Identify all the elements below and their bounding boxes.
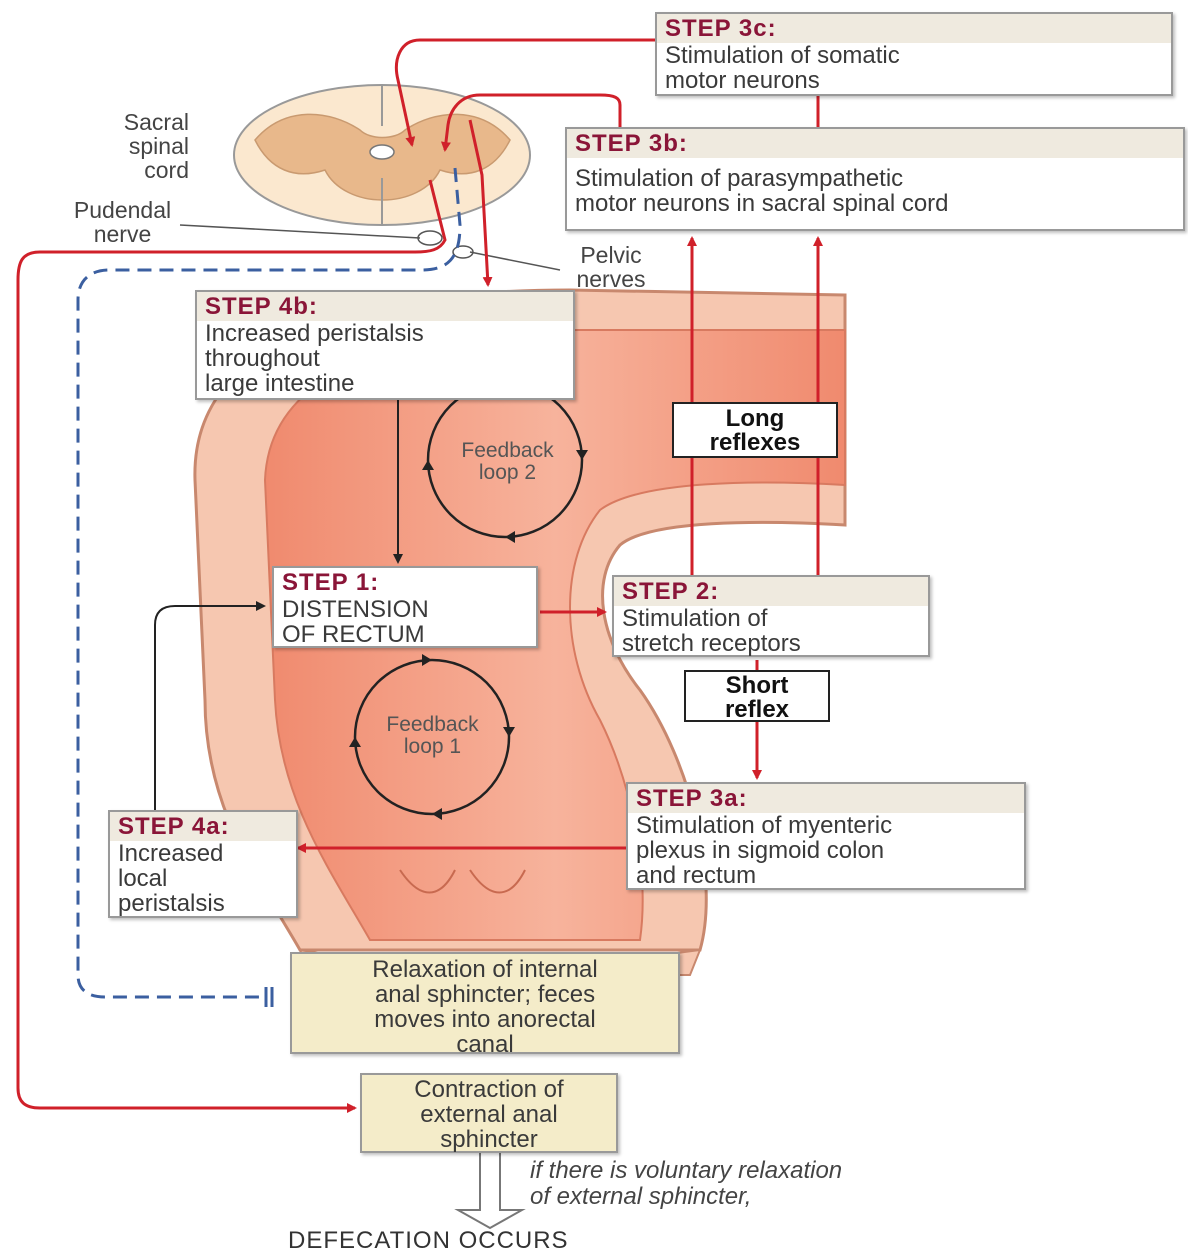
- step-2-line: Stimulation of: [622, 606, 920, 631]
- relaxation-line: anal sphincter; feces: [300, 982, 670, 1007]
- long-reflexes-line: Long: [674, 407, 836, 431]
- defecation-occurs-label: DEFECATION OCCURS: [288, 1227, 569, 1255]
- step-1-line: DISTENSION: [282, 597, 528, 622]
- step-3b-box: STEP 3b: Stimulation of parasympathetic …: [565, 127, 1185, 231]
- short-reflex-tag: Short reflex: [684, 670, 830, 722]
- voluntary-line: of external sphincter,: [530, 1184, 842, 1210]
- loop2-line: Feedback: [435, 440, 580, 462]
- short-reflex-line: Short: [686, 674, 828, 698]
- step-3a-title: STEP 3a:: [628, 784, 1024, 813]
- step-4a-line: Increased: [118, 841, 288, 866]
- spinal-cord-label-line: Sacral: [107, 110, 189, 134]
- nerve-pointer-lines: [180, 225, 560, 270]
- contraction-line: sphincter: [370, 1127, 608, 1152]
- relaxation-line: moves into anorectal: [300, 1007, 670, 1032]
- contraction-line: external anal: [370, 1102, 608, 1127]
- voluntary-line: if there is voluntary relaxation: [530, 1158, 842, 1184]
- loop1-line: loop 1: [360, 736, 505, 758]
- step-2-title: STEP 2:: [614, 577, 928, 606]
- step-3a-line: plexus in sigmoid colon: [636, 838, 1016, 863]
- pelvic-label-line: nerves: [556, 267, 666, 291]
- contraction-line: Contraction of: [370, 1077, 608, 1102]
- spinal-cord-section: [234, 85, 530, 225]
- step-3a-line: Stimulation of myenteric: [636, 813, 1016, 838]
- relaxation-line: Relaxation of internal: [300, 957, 670, 982]
- step-3a-box: STEP 3a: Stimulation of myenteric plexus…: [626, 782, 1026, 890]
- step-4b-title: STEP 4b:: [197, 292, 573, 321]
- step-1-title: STEP 1:: [274, 568, 536, 597]
- step-4b-line: Increased peristalsis: [205, 321, 565, 346]
- step-4a-line: peristalsis: [118, 891, 288, 916]
- pelvic-nerves-label: Pelvic nerves: [556, 243, 666, 291]
- step-4b-line: large intestine: [205, 371, 565, 396]
- step-4a-box: STEP 4a: Increased local peristalsis: [108, 810, 298, 918]
- step-3b-title: STEP 3b:: [567, 129, 1183, 158]
- external-sphincter-contraction-box: Contraction of external anal sphincter: [360, 1073, 618, 1153]
- step-1-line: OF RECTUM: [282, 622, 528, 647]
- long-reflexes-tag: Long reflexes: [672, 402, 838, 458]
- pudendal-nerve-label: Pudendal nerve: [60, 198, 185, 246]
- long-reflexes-line: reflexes: [674, 431, 836, 455]
- step-3c-box: STEP 3c: Stimulation of somatic motor ne…: [655, 12, 1173, 96]
- step-4a-title: STEP 4a:: [110, 812, 296, 841]
- pudendal-label-line: nerve: [60, 222, 185, 246]
- loop1-line: Feedback: [360, 714, 505, 736]
- blue-inhibit-bar: [266, 987, 272, 1007]
- pelvic-label-line: Pelvic: [556, 243, 666, 267]
- spinal-cord-label-line: cord: [107, 158, 189, 182]
- step-3b-line: motor neurons in sacral spinal cord: [575, 191, 1175, 216]
- step-4a-line: local: [118, 866, 288, 891]
- step-3b-line: Stimulation of parasympathetic: [575, 166, 1175, 191]
- pudendal-label-line: Pudendal: [60, 198, 185, 222]
- spinal-cord-label-line: spinal: [107, 134, 189, 158]
- step-3c-line: Stimulation of somatic: [665, 43, 1163, 68]
- step-3c-line: motor neurons: [665, 68, 1163, 93]
- step-2-box: STEP 2: Stimulation of stretch receptors: [612, 575, 930, 657]
- voluntary-relaxation-note: if there is voluntary relaxation of exte…: [530, 1158, 842, 1210]
- relaxation-line: canal: [300, 1032, 670, 1057]
- step-2-line: stretch receptors: [622, 631, 920, 656]
- feedback-loop-2-label: Feedback loop 2: [435, 440, 580, 484]
- short-reflex-line: reflex: [686, 698, 828, 722]
- step-3a-line: and rectum: [636, 863, 1016, 888]
- step-3c-title: STEP 3c:: [657, 14, 1171, 43]
- internal-sphincter-relaxation-box: Relaxation of internal anal sphincter; f…: [290, 952, 680, 1054]
- step-4b-line: throughout: [205, 346, 565, 371]
- feedback-loop-1-label: Feedback loop 1: [360, 714, 505, 758]
- defecation-arrow: [458, 1152, 522, 1228]
- step-4b-box: STEP 4b: Increased peristalsis throughou…: [195, 290, 575, 400]
- loop2-line: loop 2: [435, 462, 580, 484]
- spinal-cord-label: Sacral spinal cord: [107, 110, 189, 182]
- step-1-box: STEP 1: DISTENSION OF RECTUM: [272, 566, 538, 648]
